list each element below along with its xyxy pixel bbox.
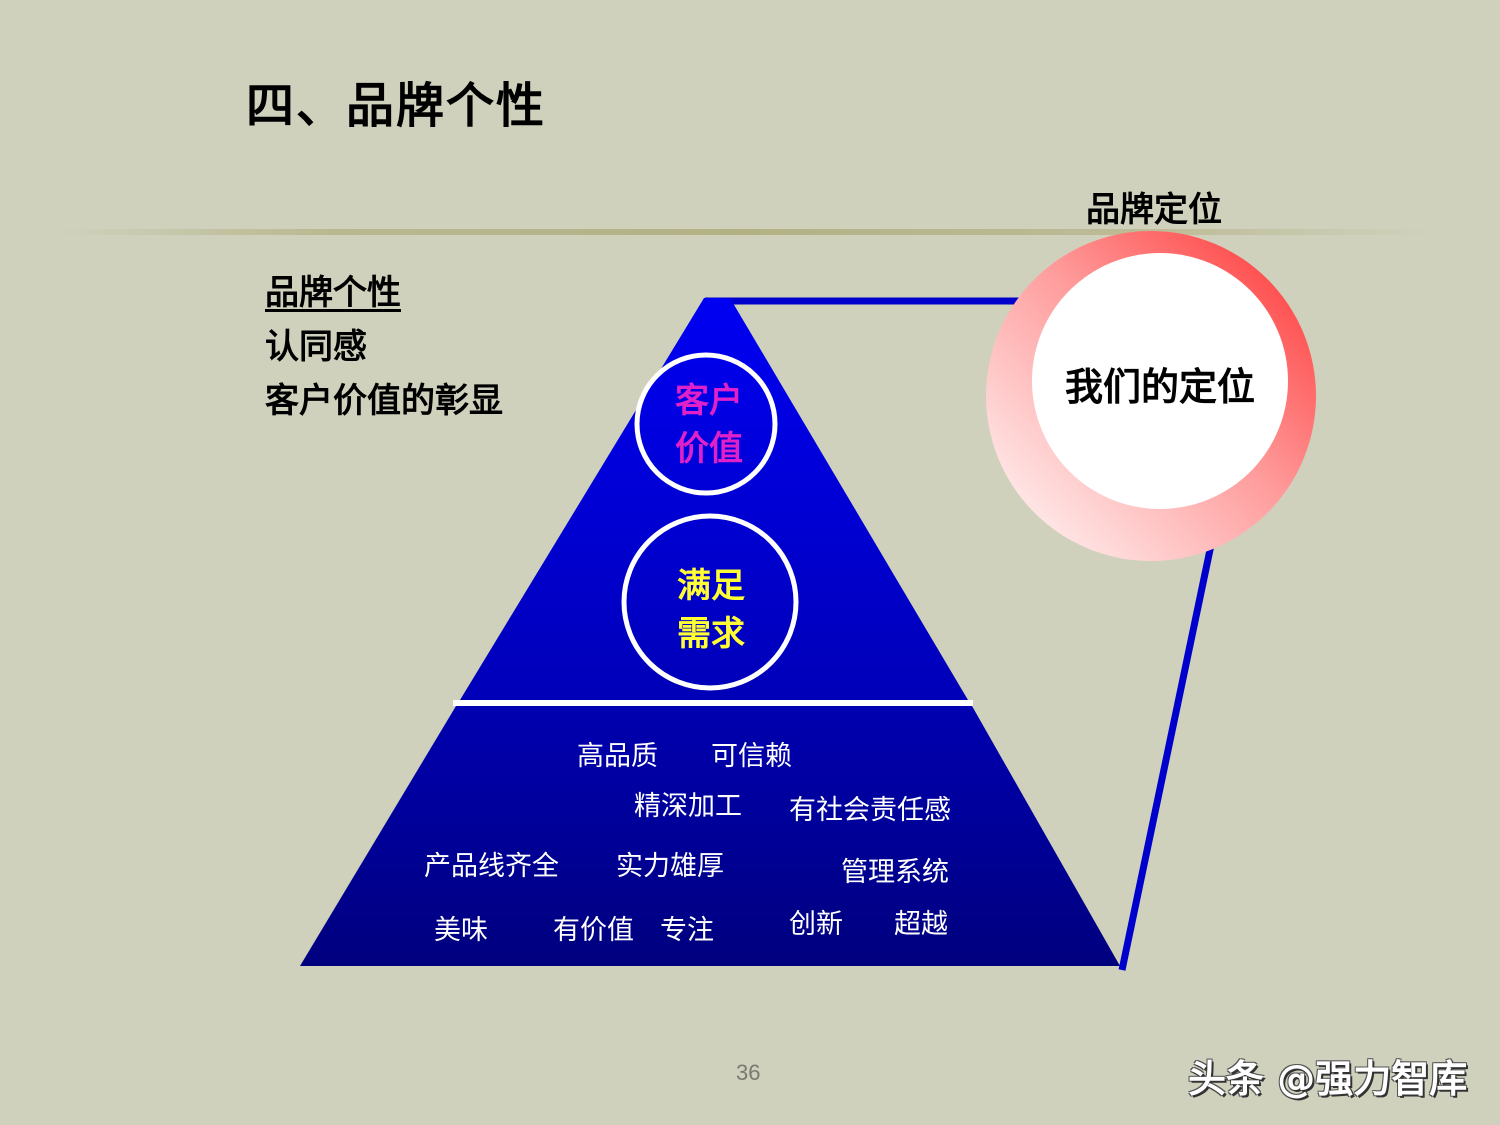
attribute-social-responsibility: 有社会责任感 [789, 795, 951, 826]
list-item-customer-value: 客户价值的彰显 [265, 381, 503, 421]
our-positioning-label: 我们的定位 [1064, 364, 1255, 409]
attribute-management-system: 管理系统 [841, 857, 949, 888]
meet-needs-circle [621, 513, 799, 691]
attribute-high-quality: 高品质 [577, 741, 658, 772]
positioning-inner-circle [1032, 253, 1288, 509]
customer-value-circle [634, 352, 778, 496]
watermark: 头条 @强力智库 [1188, 1057, 1468, 1101]
attribute-valuable: 有价值 [553, 915, 634, 946]
list-item-brand-personality: 品牌个性 [265, 273, 401, 313]
attribute-reliable: 可信赖 [711, 741, 792, 772]
list-item-identification: 认同感 [265, 327, 367, 367]
positioning-header: 品牌定位 [1086, 190, 1222, 230]
left-list: 品牌个性 认同感 客户价值的彰显 [265, 266, 503, 428]
customer-value-text: 客户 价值 [675, 381, 743, 469]
attribute-innovation: 创新 [789, 909, 843, 940]
attribute-surpass: 超越 [894, 909, 948, 940]
attribute-focus: 专注 [660, 915, 714, 946]
title-divider [60, 229, 1430, 235]
pyramid-separator [453, 700, 973, 706]
attribute-strong-strength: 实力雄厚 [616, 851, 724, 882]
page-number: 36 [736, 1060, 761, 1085]
pyramid-top [460, 298, 968, 700]
meet-needs-text: 满足 需求 [677, 566, 745, 654]
connector-right-line [1118, 544, 1215, 971]
slide-title: 四、品牌个性 [246, 78, 547, 134]
pyramid-base [300, 706, 1120, 966]
attribute-full-product-line: 产品线齐全 [424, 851, 559, 882]
attribute-delicious: 美味 [434, 915, 488, 946]
attribute-fine-processing: 精深加工 [634, 791, 742, 822]
